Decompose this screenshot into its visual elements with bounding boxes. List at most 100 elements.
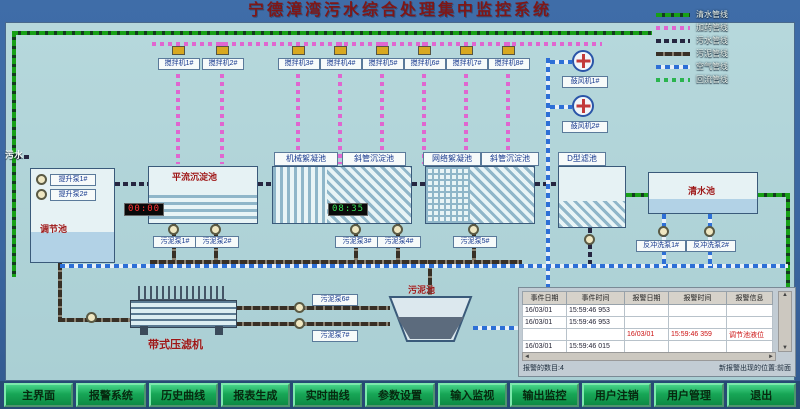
sludge-pump-1-icon[interactable]: [168, 224, 179, 235]
cell: [624, 304, 669, 317]
col-header-alarm-date[interactable]: 报警日期: [624, 291, 669, 305]
mixer-1-icon[interactable]: [172, 46, 185, 55]
nav-alarm-system-button[interactable]: 报警系统: [76, 383, 146, 407]
alarm-table-row-active-alarm[interactable]: 16/03/01 15:59:46 359 调节池液位: [522, 328, 773, 341]
air-blower1-stub: [550, 60, 572, 64]
alarm-panel: 事件日期 事件时间 报警日期 报警时间 报警信息 16/03/01 15:59:…: [518, 287, 796, 377]
sludge-pump-4-label: 污泥泵4#: [377, 236, 421, 248]
bottom-nav-bar: 主界面 报警系统 历史曲线 报表生成 实时曲线 参数设置 输入监视 输出监控 用…: [0, 381, 800, 409]
dosing-drop-7: [464, 42, 468, 164]
col-header-alarm-info[interactable]: 报警信息: [726, 291, 773, 305]
clear-water-tank-label: 清水池: [688, 186, 716, 196]
nav-main-button[interactable]: 主界面: [4, 383, 74, 407]
blower-1-icon[interactable]: [572, 50, 594, 72]
filter-drain-pump-icon[interactable]: [584, 234, 595, 245]
cell: 调节池液位: [726, 328, 773, 341]
mixer-8-icon[interactable]: [502, 46, 515, 55]
return-line-sample: [656, 77, 690, 82]
mixer-6-icon[interactable]: [418, 46, 431, 55]
blower-1-label: 鼓风机1#: [562, 76, 608, 88]
cell: 16/03/01: [522, 340, 567, 353]
lift-pump-2-label: 提升泵2#: [50, 189, 96, 201]
mixer-2-icon[interactable]: [216, 46, 229, 55]
alarm-table-hscrollbar[interactable]: ◄ ►: [522, 352, 776, 361]
mixer-3-icon[interactable]: [292, 46, 305, 55]
sludge-feed-pump-icon[interactable]: [86, 312, 97, 323]
nav-realtime-curve-button[interactable]: 实时曲线: [293, 383, 363, 407]
mixer-5-icon[interactable]: [376, 46, 389, 55]
scroll-left-arrow[interactable]: ◄: [524, 353, 530, 360]
legend-row: 空气管线: [656, 62, 728, 71]
sludge-pump-5-icon[interactable]: [468, 224, 479, 235]
scroll-up-arrow[interactable]: ▲: [782, 292, 788, 298]
col-header-alarm-time[interactable]: 报警时间: [668, 291, 727, 305]
sludge-tank-label: 污泥池: [408, 285, 436, 295]
mixer-4-icon[interactable]: [334, 46, 347, 55]
flocculation-sedimentation-tank-2: [425, 166, 535, 224]
inclined-sed-tank-2-label: 斜管沉淀池: [481, 152, 539, 166]
cell: [668, 316, 727, 329]
cell: 15:59:46 953: [566, 316, 625, 329]
cell: [566, 328, 625, 341]
nav-parameter-settings-button[interactable]: 参数设置: [365, 383, 435, 407]
nav-report-button[interactable]: 报表生成: [220, 383, 291, 407]
d-type-filter-tank: [558, 166, 626, 228]
scroll-down-arrow[interactable]: ▼: [782, 345, 788, 351]
col-header-event-time[interactable]: 事件时间: [566, 291, 625, 305]
filter-drain-pipe: [588, 228, 592, 266]
nav-output-monitor-button[interactable]: 输出监控: [509, 383, 580, 407]
legend-row: 污水管线: [656, 36, 728, 45]
nav-history-curve-button[interactable]: 历史曲线: [148, 383, 218, 407]
backwash-pump-1-label: 反冲洗泵1#: [636, 240, 686, 252]
backwash-pump-2-icon[interactable]: [704, 226, 715, 237]
sludge-pump-5-label: 污泥泵5#: [453, 236, 497, 248]
sludge-pump-2-label: 污泥泵2#: [195, 236, 239, 248]
cell: [726, 304, 773, 317]
nav-user-management-button[interactable]: 用户管理: [654, 383, 724, 407]
sludge-tank-shape: [388, 296, 473, 342]
sludge-pump-7-icon[interactable]: [294, 318, 305, 329]
sewage-pipe-3: [412, 182, 425, 186]
sludge-pump-3-icon[interactable]: [350, 224, 361, 235]
cell: [668, 304, 727, 317]
col-header-event-date[interactable]: 事件日期: [522, 291, 567, 305]
d-type-filter-label: D型滤池: [558, 152, 606, 166]
legend-row: 污泥管线: [656, 49, 728, 58]
mixer-3-label: 搅拌机3#: [278, 58, 320, 70]
nav-input-monitor-button[interactable]: 输入监视: [437, 383, 507, 407]
cell: 15:59:46 359: [668, 328, 727, 341]
settle-timer-display: 00:00: [124, 203, 165, 216]
blower-2-icon[interactable]: [572, 95, 594, 117]
nav-user-logout-button[interactable]: 用户注销: [582, 383, 652, 407]
sludge-pump-4-icon[interactable]: [392, 224, 403, 235]
alarm-table-row[interactable]: 16/03/01 15:59:46 953: [522, 316, 773, 329]
sludge-line-sample: [656, 51, 690, 56]
cell: 16/03/01: [624, 328, 669, 341]
sludge-pump-1-label: 污泥泵1#: [153, 236, 197, 248]
cell: [726, 340, 773, 353]
backwash-pump-1-icon[interactable]: [658, 226, 669, 237]
scroll-right-arrow[interactable]: ►: [768, 353, 774, 360]
alarm-table-row[interactable]: 16/03/01 15:59:46 953: [522, 304, 773, 317]
sludge-pump-2-icon[interactable]: [210, 224, 221, 235]
belt-press-label: 带式压滤机: [148, 339, 203, 351]
dosing-drop-6: [422, 42, 426, 164]
clear-water-pipe-left: [12, 31, 16, 277]
mixer-4-label: 搅拌机4#: [320, 58, 362, 70]
sludge-left-down-pipe: [58, 263, 62, 321]
belt-press-rollers: [138, 286, 226, 301]
cell: 15:59:46 953: [566, 304, 625, 317]
alarm-table-vscrollbar[interactable]: ▲ ▼: [778, 291, 792, 352]
alarm-position-text: 新报警出现的位置:前面: [719, 365, 791, 372]
belt-press-body: [130, 300, 237, 328]
dosing-drop-1: [176, 42, 180, 164]
nav-exit-button[interactable]: 退出: [726, 383, 796, 407]
lift-pump-2-icon[interactable]: [36, 189, 47, 200]
lift-pump-1-icon[interactable]: [36, 174, 47, 185]
sludge-pump-6-icon[interactable]: [294, 302, 305, 313]
sewage-line-sample: [656, 38, 690, 43]
mixer-7-icon[interactable]: [460, 46, 473, 55]
dosing-line-sample: [656, 25, 690, 30]
alarm-table-row[interactable]: 16/03/01 15:59:46 015: [522, 340, 773, 353]
